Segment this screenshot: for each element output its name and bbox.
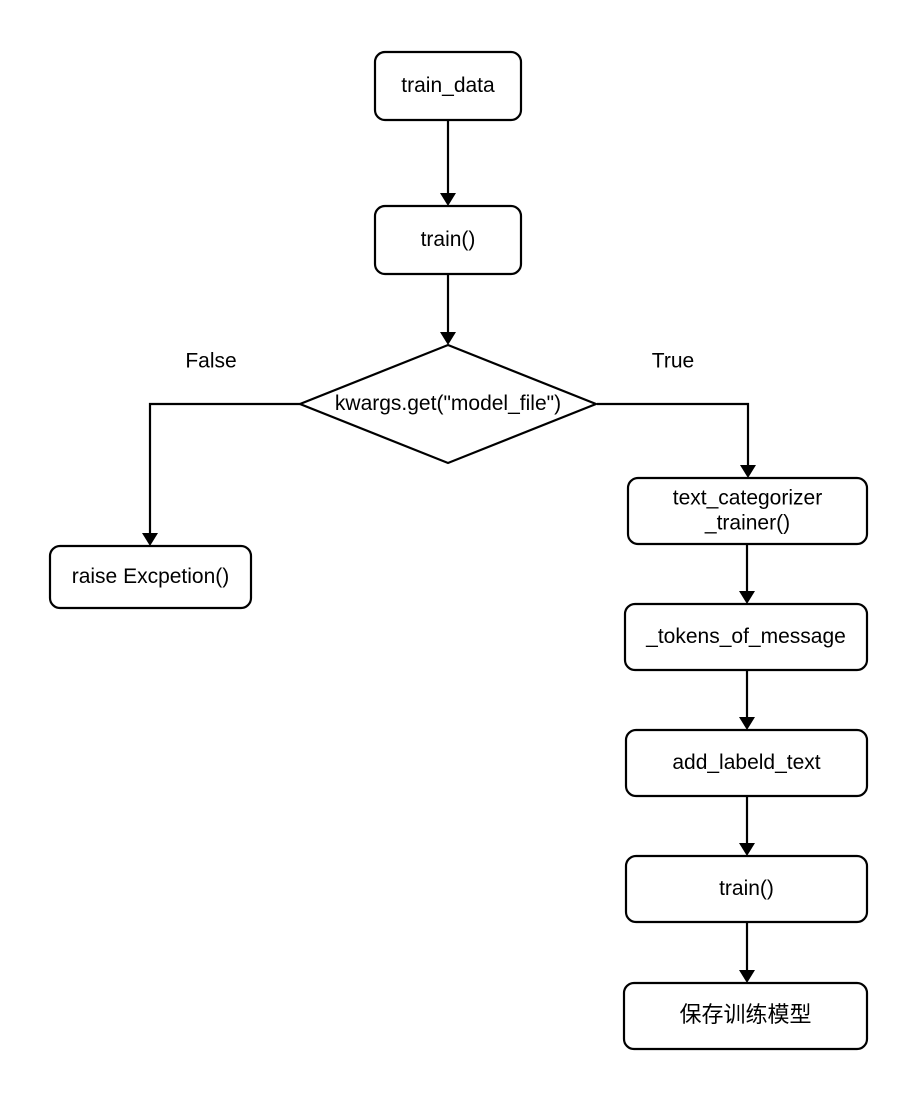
edges-layer [142, 120, 756, 983]
node-decision[interactable]: kwargs.get("model_file") [297, 343, 599, 465]
process-box[interactable] [48, 544, 253, 610]
edge-labels-layer: False True [185, 350, 694, 373]
node-label-line: train_data [401, 74, 495, 97]
edge-label-false: False [185, 350, 236, 373]
edge-arrowhead [739, 591, 755, 604]
edge-decision-to-text_categorizer_trainer [597, 402, 756, 478]
edge-text_categorizer_trainer-to-tokens_of_message [739, 544, 755, 604]
process-box[interactable] [624, 854, 869, 924]
node-label-line: _trainer() [704, 511, 790, 534]
node-train_inner[interactable]: train() [624, 854, 869, 924]
node-label-line: kwargs.get("model_file") [335, 392, 561, 415]
node-label: add_labeld_text [672, 751, 820, 774]
node-add_labeld_text[interactable]: add_labeld_text [624, 728, 869, 798]
edge-arrowhead [440, 332, 456, 345]
node-train_data[interactable]: train_data [373, 50, 523, 122]
node-text_categorizer_trainer[interactable]: text_categorizer_trainer() [626, 476, 869, 546]
node-tokens_of_message[interactable]: _tokens_of_message [623, 602, 869, 672]
node-label-line: train() [421, 228, 476, 251]
nodes-layer: train_data train() kwargs.get("model_file"… [48, 50, 869, 1051]
edge-tokens_of_message-to-add_labeld_text [739, 670, 755, 730]
edge-arrowhead [739, 717, 755, 730]
edge-arrowhead [440, 193, 456, 206]
edge-add_labeld_text-to-train_inner [739, 796, 755, 856]
node-label: train_data [401, 74, 495, 97]
node-raise_exception[interactable]: raise Excpetion() [48, 544, 253, 610]
node-label: train() [719, 877, 774, 900]
node-label: train() [421, 228, 476, 251]
edge-train_call-to-decision [440, 274, 456, 345]
node-label: raise Excpetion() [72, 565, 230, 588]
edge-label-true: True [652, 350, 694, 373]
node-label-line: add_labeld_text [672, 751, 820, 774]
process-box[interactable] [626, 476, 869, 546]
decision-diamond[interactable] [297, 343, 599, 465]
node-label-line: raise Excpetion() [72, 565, 230, 588]
node-label: _tokens_of_message [645, 625, 846, 648]
node-label-line: train() [719, 877, 774, 900]
node-label-line: 保存训练模型 [679, 1003, 811, 1028]
process-box[interactable] [373, 204, 523, 276]
node-label-line: _tokens_of_message [645, 625, 846, 648]
node-train_call[interactable]: train() [373, 204, 523, 276]
edge-decision-to-raise_exception [142, 402, 300, 546]
edge-arrowhead [740, 465, 756, 478]
process-box[interactable] [623, 602, 869, 672]
node-save_model[interactable]: 保存训练模型 [622, 981, 869, 1051]
node-label: 保存训练模型 [679, 1003, 811, 1028]
edge-arrowhead [739, 970, 755, 983]
edge-train_inner-to-save_model [739, 922, 755, 983]
edge-arrowhead [142, 533, 158, 546]
node-label-line: text_categorizer [673, 486, 822, 509]
edge-train_data-to-train_call [440, 120, 456, 206]
process-box[interactable] [624, 728, 869, 798]
node-label: kwargs.get("model_file") [335, 392, 561, 415]
edge-line [148, 402, 300, 536]
edge-line [597, 402, 750, 468]
edge-arrowhead [739, 843, 755, 856]
process-box[interactable] [622, 981, 869, 1051]
process-box[interactable] [373, 50, 523, 122]
node-label: text_categorizer_trainer() [673, 486, 822, 534]
